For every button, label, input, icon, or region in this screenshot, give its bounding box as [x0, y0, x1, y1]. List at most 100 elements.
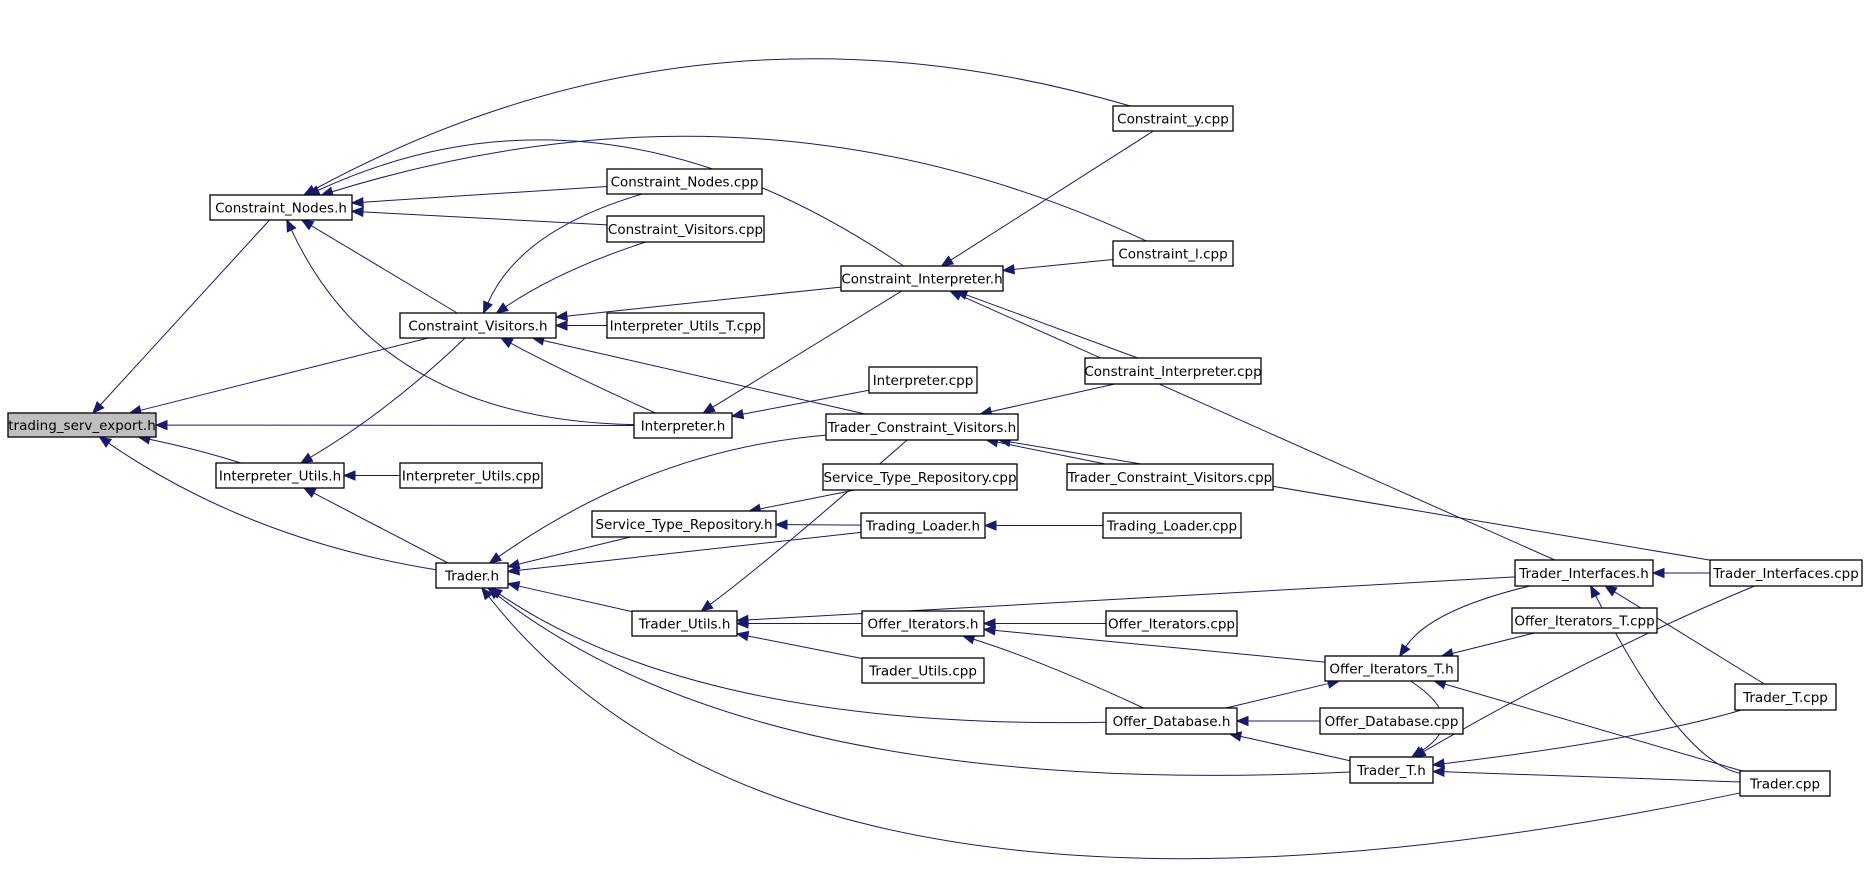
node-label: Service_Type_Repository.cpp	[823, 470, 1016, 486]
node-label: Trader_Utils.h	[638, 617, 731, 633]
node-box[interactable]	[606, 312, 765, 339]
node-box[interactable]	[1324, 655, 1459, 682]
file-node-service-type-repository-cpp[interactable]: Service_Type_Repository.cpp	[822, 463, 1018, 491]
file-node-trading-loader-cpp[interactable]: Trading_Loader.cpp	[1102, 512, 1242, 539]
node-label: Offer_Database.h	[1113, 714, 1231, 730]
file-node-constraint-nodes-h[interactable]: Constraint_Nodes.h	[209, 194, 353, 221]
file-node-interpreter-utils-h[interactable]: Interpreter_Utils.h	[215, 462, 345, 489]
file-node-constraint-visitors-cpp[interactable]: Constraint_Visitors.cpp	[606, 215, 765, 243]
file-node-trader-h[interactable]: Trader.h	[435, 562, 509, 589]
node-box[interactable]	[825, 413, 1019, 441]
node-label: Interpreter.cpp	[873, 373, 974, 389]
edge-arrowhead	[983, 520, 997, 531]
node-box[interactable]	[1112, 240, 1234, 267]
node-label: Trader_T.cpp	[1742, 690, 1828, 706]
node-box[interactable]	[860, 512, 986, 539]
file-node-trader-interfaces-cpp[interactable]: Trader_Interfaces.cpp	[1709, 559, 1863, 587]
file-node-offer-iterators-t-h[interactable]: Offer_Iterators_T.h	[1324, 655, 1459, 682]
file-node-constraint-l-cpp[interactable]: Constraint_l.cpp	[1112, 240, 1234, 267]
dependency-edge	[362, 211, 608, 226]
file-node-interpreter-cpp[interactable]: Interpreter.cpp	[868, 366, 978, 394]
node-box[interactable]	[1709, 559, 1863, 587]
dependency-edge	[498, 434, 827, 558]
dependency-edge	[510, 342, 656, 414]
node-label: Interpreter_Utils.h	[219, 469, 341, 485]
node-box[interactable]	[1105, 610, 1238, 637]
node-label: trading_serv_export.h	[8, 418, 156, 434]
node-box[interactable]	[868, 366, 978, 394]
node-box[interactable]	[633, 412, 733, 439]
file-node-trading-loader-h[interactable]: Trading_Loader.h	[860, 512, 986, 539]
file-node-constraint-nodes-cpp[interactable]: Constraint_Nodes.cpp	[606, 168, 763, 195]
node-box[interactable]	[1102, 512, 1242, 539]
node-box[interactable]	[1349, 756, 1434, 784]
file-node-offer-database-cpp[interactable]: Offer_Database.cpp	[1319, 707, 1464, 735]
edge-arrowhead	[286, 218, 297, 233]
node-box[interactable]	[1112, 105, 1234, 132]
file-node-trader-t-h[interactable]: Trader_T.h	[1349, 756, 1434, 784]
file-node-trader-interfaces-h[interactable]: Trader_Interfaces.h	[1514, 559, 1654, 587]
node-box[interactable]	[209, 194, 353, 221]
file-node-constraint-y-cpp[interactable]: Constraint_y.cpp	[1112, 105, 1234, 132]
node-label: Trader.h	[444, 569, 499, 585]
file-node-interpreter-utils-t-cpp[interactable]: Interpreter_Utils_T.cpp	[606, 312, 765, 339]
node-label: Constraint_y.cpp	[1117, 112, 1229, 128]
edge-arrowhead	[774, 519, 788, 530]
file-node-trader-constraint-visitors-h[interactable]: Trader_Constraint_Visitors.h	[825, 413, 1019, 441]
node-box[interactable]	[631, 610, 738, 637]
node-box[interactable]	[606, 168, 763, 195]
node-box[interactable]	[861, 657, 985, 684]
node-box[interactable]	[1734, 683, 1837, 711]
node-box[interactable]	[1084, 357, 1262, 385]
dependency-edge	[499, 593, 1107, 724]
edge-arrowhead	[1651, 567, 1665, 579]
file-node-offer-iterators-h[interactable]: Offer_Iterators.h	[861, 610, 985, 637]
file-node-constraint-interpreter-cpp[interactable]: Constraint_Interpreter.cpp	[1084, 357, 1262, 385]
node-box[interactable]	[822, 463, 1018, 491]
node-box[interactable]	[1514, 559, 1654, 587]
file-node-constraint-visitors-h[interactable]: Constraint_Visitors.h	[399, 312, 557, 339]
dependency-edge	[747, 635, 863, 659]
file-node-trader-utils-cpp[interactable]: Trader_Utils.cpp	[861, 657, 985, 684]
file-node-offer-database-h[interactable]: Offer_Database.h	[1105, 707, 1238, 735]
edge-arrowhead	[940, 255, 955, 267]
node-label: Trading_Loader.cpp	[1106, 519, 1237, 535]
node-box[interactable]	[606, 215, 765, 243]
file-node-offer-iterators-cpp[interactable]: Offer_Iterators.cpp	[1105, 610, 1238, 637]
node-box[interactable]	[591, 510, 777, 538]
file-node-offer-iterators-t-cpp[interactable]: Offer_Iterators_T.cpp	[1511, 607, 1658, 634]
dependency-edge	[1443, 709, 1742, 765]
graph-nodes: trading_serv_export.hConstraint_Nodes.hC…	[7, 105, 1863, 797]
file-node-interpreter-h[interactable]: Interpreter.h	[633, 412, 733, 439]
file-node-service-type-repository-h[interactable]: Service_Type_Repository.h	[591, 510, 777, 538]
node-box[interactable]	[399, 312, 557, 339]
node-box[interactable]	[1739, 770, 1831, 797]
dependency-edge	[1009, 441, 1711, 561]
node-box[interactable]	[1319, 707, 1464, 735]
edge-arrowhead	[342, 470, 356, 481]
node-box[interactable]	[840, 265, 1004, 292]
node-label: Interpreter_Utils_T.cpp	[610, 319, 762, 335]
file-node-trading-serv-export-h[interactable]: trading_serv_export.h	[7, 412, 157, 438]
node-box[interactable]	[7, 412, 157, 438]
file-node-trader-cpp[interactable]: Trader.cpp	[1739, 770, 1831, 797]
node-box[interactable]	[1105, 707, 1238, 735]
edge-arrowhead	[302, 487, 317, 498]
node-box[interactable]	[861, 610, 985, 637]
node-box[interactable]	[399, 462, 543, 489]
node-box[interactable]	[1066, 463, 1274, 491]
edge-arrowhead	[482, 300, 493, 315]
node-box[interactable]	[215, 462, 345, 489]
node-box[interactable]	[1511, 607, 1658, 634]
file-node-constraint-interpreter-h[interactable]: Constraint_Interpreter.h	[840, 265, 1004, 292]
dependency-edge	[505, 241, 646, 308]
dependency-edge	[1405, 585, 1531, 648]
file-node-trader-t-cpp[interactable]: Trader_T.cpp	[1734, 683, 1837, 711]
file-node-interpreter-utils-cpp[interactable]: Interpreter_Utils.cpp	[399, 462, 543, 489]
dependency-edge	[108, 442, 437, 571]
edge-arrowhead	[481, 586, 494, 601]
file-node-trader-utils-h[interactable]: Trader_Utils.h	[631, 610, 738, 637]
node-box[interactable]	[435, 562, 509, 589]
file-node-trader-constraint-visitors-cpp[interactable]: Trader_Constraint_Visitors.cpp	[1066, 463, 1274, 491]
dependency-edge	[362, 185, 608, 203]
